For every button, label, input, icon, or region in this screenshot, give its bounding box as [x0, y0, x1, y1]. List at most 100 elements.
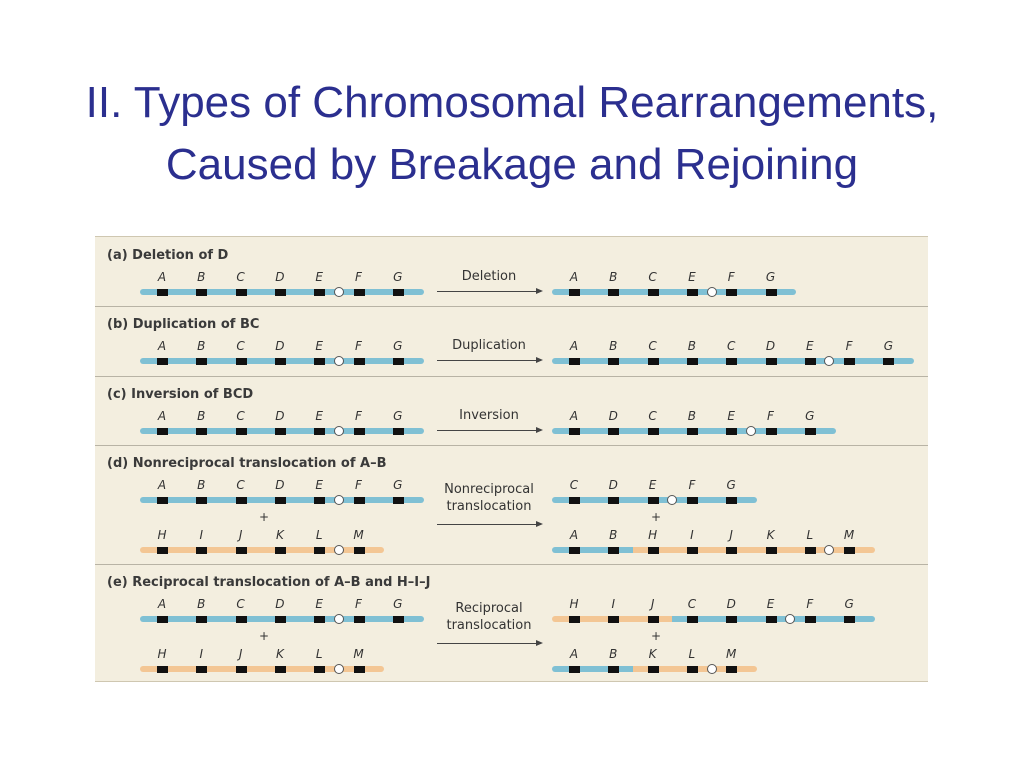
gene-band	[569, 615, 580, 623]
gene-label: G	[805, 409, 815, 423]
gene-band	[314, 357, 326, 365]
gene-band	[608, 427, 620, 435]
gene-label: A	[157, 597, 167, 611]
gene-label: L	[688, 647, 696, 661]
gene-band	[392, 615, 404, 623]
gene-band	[314, 665, 326, 673]
gene-label: I	[690, 528, 694, 542]
gene-label: E	[315, 478, 323, 492]
gene-label: E	[315, 270, 323, 284]
gene-label: A	[569, 528, 579, 542]
gene-label: B	[197, 270, 206, 284]
centromere-marker	[824, 545, 835, 555]
gene-band	[726, 288, 738, 296]
gene-band	[196, 496, 208, 504]
gene-label: H	[157, 528, 167, 542]
gene-label: F	[355, 339, 362, 353]
gene-label: F	[845, 339, 853, 353]
centromere-marker	[333, 426, 344, 436]
gene-band	[274, 427, 286, 435]
gene-band	[274, 546, 286, 554]
gene-label: E	[315, 597, 323, 611]
gene-label: C	[236, 409, 245, 423]
gene-band	[274, 615, 286, 623]
gene-band	[765, 357, 777, 365]
gene-label: A	[157, 270, 167, 284]
gene-band	[804, 546, 816, 554]
gene-band	[274, 665, 286, 673]
centromere-marker	[745, 426, 756, 436]
gene-band	[353, 288, 365, 296]
gene-band	[647, 496, 659, 504]
panel-label: (b) Duplication of BC	[107, 317, 260, 332]
gene-label: J	[729, 528, 733, 542]
gene-band	[235, 288, 247, 296]
gene-label: J	[238, 647, 243, 661]
gene-band	[235, 496, 247, 504]
gene-label: G	[765, 270, 776, 284]
slide-title-line-1: II. Types of Chromosomal Rearrangements,	[85, 78, 939, 127]
gene-band	[314, 288, 326, 296]
gene-band	[314, 546, 326, 554]
centromere-marker	[333, 545, 344, 555]
gene-band	[235, 546, 247, 554]
panel-label: (a) Deletion of D	[107, 248, 229, 263]
gene-band	[353, 665, 365, 673]
gene-label: B	[197, 597, 206, 611]
gene-label: A	[569, 339, 579, 353]
panel-label: (d) Nonreciprocal translocation of A–B	[107, 456, 387, 471]
gene-band	[608, 357, 620, 365]
gene-label: E	[766, 597, 775, 611]
gene-band	[569, 665, 580, 673]
gene-band	[804, 357, 816, 365]
gene-label: B	[609, 647, 618, 661]
gene-band	[157, 665, 168, 673]
centromere-marker	[667, 495, 678, 505]
gene-band	[569, 357, 580, 365]
gene-label: C	[687, 597, 697, 611]
gene-label: H	[157, 647, 167, 661]
gene-band	[353, 496, 365, 504]
gene-band	[765, 288, 777, 296]
plus-sign: +	[258, 629, 270, 643]
gene-band	[353, 427, 365, 435]
gene-label: F	[355, 597, 362, 611]
centromere-marker	[824, 356, 835, 366]
centromere-marker	[333, 356, 344, 366]
gene-band	[608, 496, 620, 504]
transformation-arrow	[437, 357, 543, 363]
transformation-arrow	[437, 640, 543, 646]
gene-band	[765, 615, 777, 623]
gene-label: E	[806, 339, 814, 353]
gene-band	[274, 288, 286, 296]
gene-label: J	[650, 597, 655, 611]
gene-band	[647, 665, 659, 673]
gene-label: G	[393, 409, 403, 423]
gene-label: E	[688, 270, 696, 284]
gene-band	[765, 427, 777, 435]
gene-label: C	[569, 478, 579, 492]
gene-label: K	[766, 528, 775, 542]
gene-band	[765, 546, 777, 554]
transformation-arrow	[437, 288, 543, 294]
gene-label: A	[569, 409, 579, 423]
gene-band	[353, 615, 365, 623]
gene-label: F	[727, 270, 735, 284]
gene-band	[686, 427, 698, 435]
gene-band	[647, 288, 659, 296]
slide-title: II. Types of Chromosomal Rearrangements,…	[0, 72, 1024, 196]
gene-label: C	[236, 597, 245, 611]
gene-label: K	[275, 528, 284, 542]
gene-band	[726, 665, 738, 673]
gene-band	[235, 615, 247, 623]
gene-label: D	[726, 597, 736, 611]
gene-band	[157, 546, 168, 554]
panel-divider	[95, 376, 928, 377]
gene-label: E	[648, 478, 657, 492]
transformation-arrow	[437, 521, 543, 527]
gene-band	[235, 427, 247, 435]
gene-label: L	[806, 528, 814, 542]
gene-label: D	[275, 270, 285, 284]
gene-band	[196, 288, 208, 296]
gene-label: M	[353, 528, 364, 542]
